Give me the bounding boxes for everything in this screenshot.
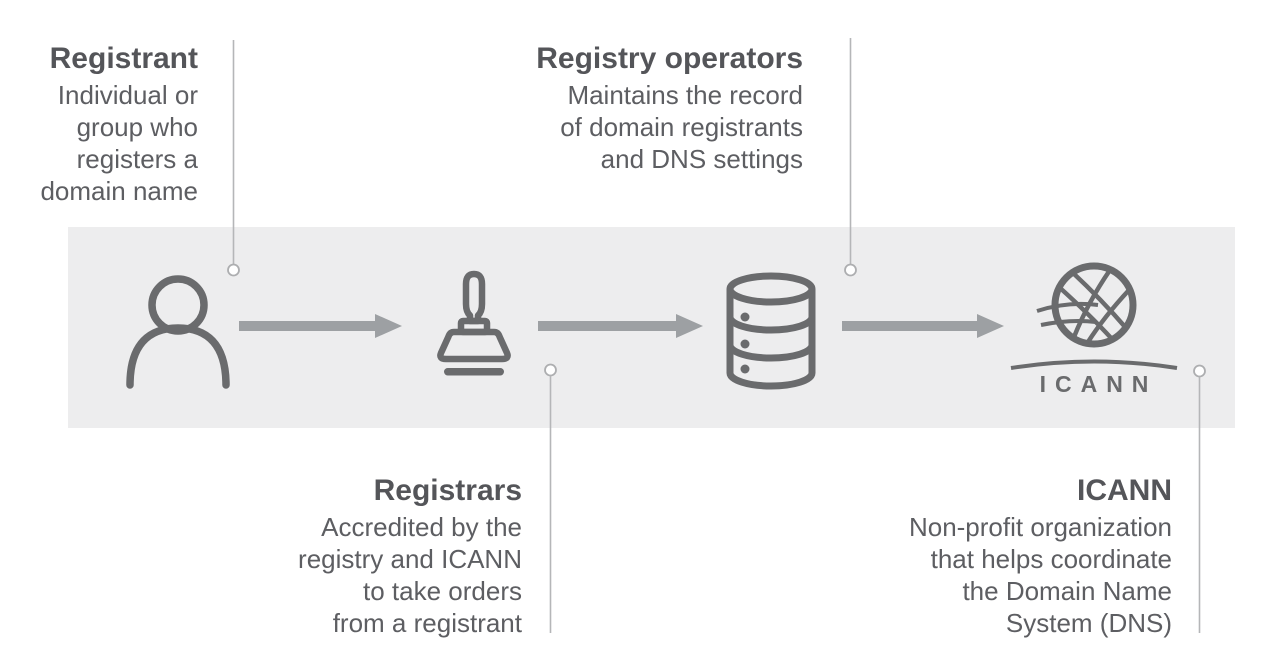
- node-title: ICANN: [1077, 474, 1172, 507]
- node-title: Registry operators: [536, 42, 803, 75]
- label-registrars: Registrars Accredited by the registry an…: [298, 473, 522, 639]
- node-description-line: from a registrant: [332, 608, 522, 638]
- node-description-line: System (DNS): [1005, 608, 1172, 638]
- node-description-line: Accredited by the: [321, 512, 522, 542]
- node-description-line: to take orders: [363, 576, 522, 606]
- database-icon: [722, 272, 820, 395]
- label-registry-operators: Registry operators Maintains the record …: [536, 41, 803, 175]
- stamp-icon: [424, 268, 524, 385]
- node-description-line: registry and ICANN: [298, 544, 522, 574]
- node-title: Registrant: [49, 42, 198, 75]
- node-title: Registrars: [373, 474, 522, 507]
- node-description-line: Non-profit organization: [908, 512, 1172, 542]
- node-description-line: Individual or: [57, 80, 198, 110]
- node-description-line: Maintains the record: [567, 80, 803, 110]
- label-icann: ICANN Non-profit organization that helps…: [909, 473, 1172, 639]
- person-icon: [122, 272, 236, 395]
- icann-globe-icon: [1036, 260, 1142, 359]
- icann-logo-wordmark: ICANN: [1039, 371, 1158, 397]
- node-description-line: that helps coordinate: [930, 544, 1172, 574]
- node-description-line: and DNS settings: [600, 144, 803, 174]
- icann-arc-icon: [1008, 355, 1180, 376]
- node-description-line: group who: [76, 112, 198, 142]
- node-description-line: the Domain Name: [962, 576, 1172, 606]
- node-description-line: registers a: [76, 144, 198, 174]
- node-description-line: domain name: [40, 176, 198, 206]
- node-description-line: of domain registrants: [560, 112, 803, 142]
- label-registrant: Registrant Individual or group who regis…: [40, 41, 198, 207]
